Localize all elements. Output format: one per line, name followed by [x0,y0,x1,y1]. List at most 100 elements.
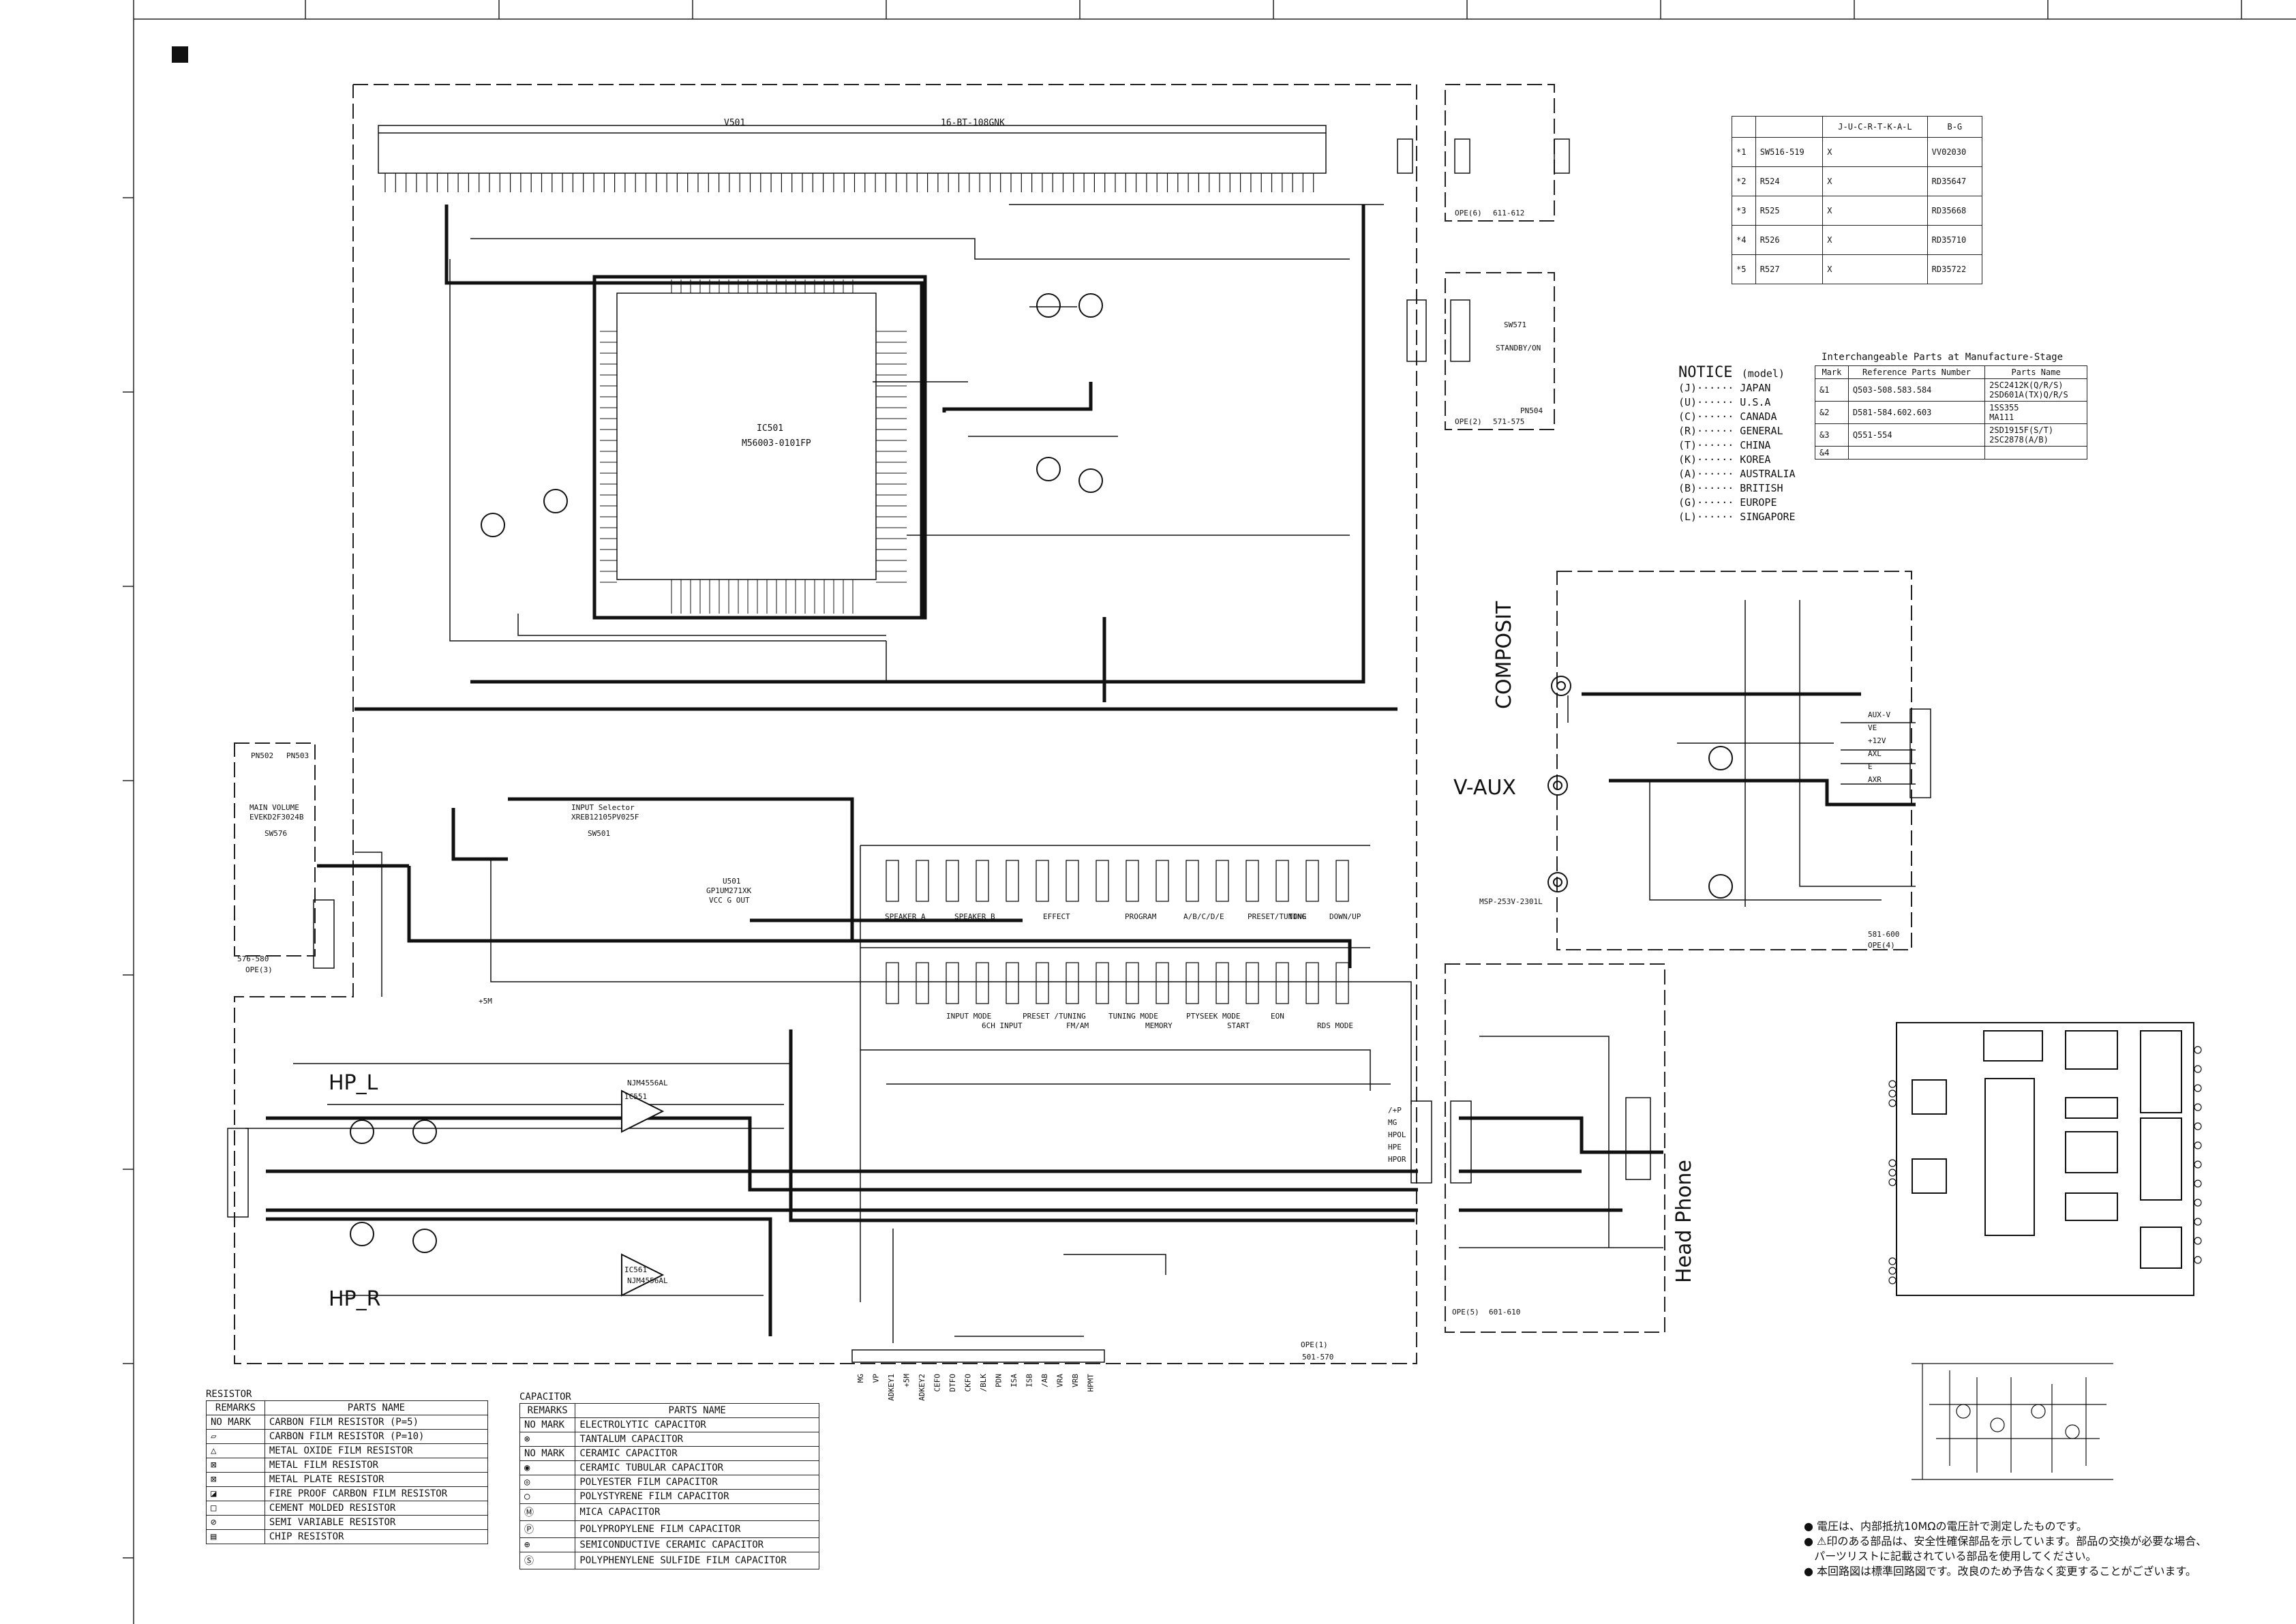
switch-label: PROGRAM [1125,912,1157,921]
u501-label: U501 [723,877,741,886]
opamp-lower-ref: IC561 [624,1265,647,1274]
block-pin [2194,1141,2202,1149]
switch-label: DOWN/UP [1329,912,1361,921]
resistor-cell: ⊠ [206,1458,265,1473]
bottom-pin-label: ADKEY1 [887,1374,896,1401]
title-square-icon [172,46,188,63]
resistor-cell: ⊘ [206,1515,265,1530]
resistor-cell: SEMI VARIABLE RESISTOR [264,1515,489,1530]
parts-table-header-cell [1755,116,1824,138]
plus5m-label: +5M [479,997,492,1006]
notice-item: (R)······ GENERAL [1678,425,1783,437]
resistor-row: ⊘SEMI VARIABLE RESISTOR [206,1515,489,1530]
resistor-cell: NO MARK [206,1415,265,1430]
bottom-pin-label: HPMT [1087,1374,1096,1392]
parts-table-cell: R527 [1755,254,1824,284]
resistor-cell: METAL PLATE RESISTOR [264,1472,489,1487]
mcu-ref: IC501 [757,423,783,434]
tact-switch [1185,860,1199,902]
resistor-cell: △ [206,1443,265,1458]
block-pin [2194,1103,2202,1111]
switch-label-2: TUNING MODE [1108,1012,1158,1021]
block-pin [2194,1122,2202,1130]
main-volume-label: MAIN VOLUME [250,803,299,812]
parts-table-cell: X [1822,225,1928,255]
switch-label-2: 6CH INPUT [982,1021,1023,1030]
bottom-pin-label: CKFO [964,1374,973,1392]
tact-switch [1215,962,1229,1004]
resistor-row: □CEMENT MOLDED RESISTOR [206,1501,489,1516]
footnote-line: ● ⚠印のある部品は、安全性確保部品を示しています。部品の交換が必要な場合、 [1804,1535,2207,1548]
bottom-pin-label: +5M [903,1374,911,1387]
parts-table-header-cell: J-U-C-R-T-K-A-L [1822,116,1928,138]
resistor-cell: METAL OXIDE FILM RESISTOR [264,1443,489,1458]
resistor-cell: ▱ [206,1429,265,1444]
bottom-pin-label: VRB [1071,1374,1080,1387]
parts-table-header-cell: B-G [1927,116,1983,138]
block-pin [2194,1084,2202,1092]
block-pin [2194,1160,2202,1169]
switch-label-2: PTYSEEK MODE [1186,1012,1240,1021]
headphone-label: Head Phone [1672,1160,1696,1283]
resistor-row: ⊠METAL PLATE RESISTOR [206,1472,489,1487]
board-vol-range: 576-580 [237,954,269,963]
switch-label-2: START [1227,1021,1250,1030]
tact-switch [916,962,929,1004]
switch-label: TONE [1288,912,1307,921]
footnote-line: ● 電圧は、内部抵抗10MΩの電圧計で測定したものです。 [1804,1520,2087,1533]
interchange-cell: 1SS355 MA111 [1984,401,2087,424]
interchange-header-cell: Reference Parts Number [1847,365,1986,379]
block-pin [1888,1257,1897,1265]
tact-switch [1275,860,1289,902]
capacitor-cell: TANTALUM CAPACITOR [575,1432,819,1447]
resistor-cell: CHIP RESISTOR [264,1529,489,1544]
hp-pin-label: HPOL [1388,1130,1406,1139]
capacitor-cell: POLYPROPYLENE FILM CAPACITOR [575,1520,819,1538]
parts-table-cell: *2 [1732,166,1756,196]
capacitor-cell: CERAMIC CAPACITOR [575,1446,819,1461]
tact-switch [1096,962,1109,1004]
parts-table-cell: RD35722 [1927,254,1983,284]
capacitor-cell: POLYSTYRENE FILM CAPACITOR [575,1489,819,1504]
input-selector-part: XREB12105PV025F [571,813,639,822]
interchange-cell: Q503-508.583.584 [1847,378,1986,402]
tact-switch [916,860,929,902]
switch-label: A/B/C/D/E [1183,912,1224,921]
resistor-row: ⊠METAL FILM RESISTOR [206,1458,489,1473]
notice-title: NOTICE [1678,364,1733,381]
block-pin [1888,1276,1897,1284]
aux-pin-label: AXL [1868,749,1882,758]
interchange-cell: 2SC2412K(Q/R/S) 2SD601A(TX)Q/R/S [1984,378,2087,402]
tact-switch [946,962,959,1004]
board-aux-tag: OPE(4) [1868,941,1895,950]
notice-item: (G)······ EUROPE [1678,496,1777,509]
resistor-cell: ⊠ [206,1472,265,1487]
switch-label: SPEAKER B [954,912,995,921]
tact-switch [1096,860,1109,902]
pn502-label: PN502 [251,751,273,760]
resistor-cell: METAL FILM RESISTOR [264,1458,489,1473]
interchange-row: &4 [1815,446,2087,460]
tact-switch [1036,962,1049,1004]
tact-switch [976,962,989,1004]
u501-part: GP1UM271XK [706,886,752,895]
resistor-cell: CEMENT MOLDED RESISTOR [264,1501,489,1516]
interchange-caption: Interchangeable Parts at Manufacture-Sta… [1822,352,2064,363]
input-selector-label: INPUT Selector [571,803,635,812]
block-pin [1888,1169,1897,1177]
capacitor-cell: Ⓢ [519,1552,576,1569]
tact-switch [946,860,959,902]
parts-table-cell: *5 [1732,254,1756,284]
bottom-pin-label: ISB [1025,1374,1034,1387]
notice-panel: NOTICE (model) (J)······ JAPAN(U)······ … [1678,365,1822,524]
